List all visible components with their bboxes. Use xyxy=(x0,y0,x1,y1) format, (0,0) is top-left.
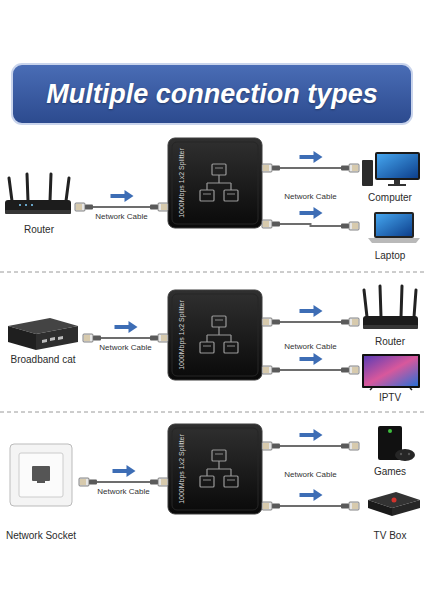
cable-label-box: Network Cable xyxy=(282,192,338,202)
arrow-shaft xyxy=(111,194,126,198)
flow-arrow xyxy=(300,429,323,441)
device-node: Games xyxy=(359,424,421,478)
tv-icon xyxy=(362,354,420,390)
device-label: Games xyxy=(374,466,406,478)
cable-label: Network Cable xyxy=(93,212,149,222)
cable-label-box: Network Cable xyxy=(93,212,149,222)
arrow-shaft xyxy=(300,309,315,313)
tv-box-icon xyxy=(368,492,420,516)
flow-arrow xyxy=(300,489,323,501)
arrow-head xyxy=(314,305,323,317)
arrow-head xyxy=(314,353,323,365)
device-node: TV Box xyxy=(359,486,421,542)
arrow-shaft xyxy=(300,493,315,497)
network-cable xyxy=(262,167,359,169)
cable-label-box: Network Cable xyxy=(282,470,338,480)
device-label: Broadband cat xyxy=(10,354,75,366)
arrow-shaft xyxy=(300,211,315,215)
arrow-head xyxy=(314,489,323,501)
computer-icon xyxy=(362,152,420,186)
flow-arrow xyxy=(300,353,323,365)
laptop-icon xyxy=(368,212,420,243)
arrow-shaft xyxy=(300,155,315,159)
flow-arrow xyxy=(300,305,323,317)
arrow-shaft xyxy=(300,357,315,361)
router-icon xyxy=(5,174,71,214)
device-node: Computer xyxy=(359,150,421,204)
title-area: Multiple connection types xyxy=(12,64,412,124)
device-node: Network Socket xyxy=(3,438,79,542)
splitter-body xyxy=(168,290,262,380)
device-node: IPTV xyxy=(359,352,421,404)
title-banner xyxy=(12,64,412,124)
device-node: Broadband cat xyxy=(3,316,83,366)
arrow-head xyxy=(314,207,323,219)
arrow-shaft xyxy=(113,469,128,473)
separator xyxy=(0,412,424,413)
splitter-body xyxy=(168,138,262,228)
device-node: Router xyxy=(359,284,421,348)
flow-arrow xyxy=(300,207,323,219)
device-node: Laptop xyxy=(359,210,421,262)
cable-label-box: Network Cable xyxy=(282,342,338,352)
arrow-head xyxy=(127,465,136,477)
flow-arrow xyxy=(111,190,134,202)
device-label: Network Socket xyxy=(6,530,76,542)
arrow-shaft xyxy=(300,433,315,437)
console-icon xyxy=(378,426,415,461)
flow-arrow xyxy=(115,321,138,333)
splitter-box: 1000Mbps 1x2 Splitter xyxy=(168,138,262,228)
arrow-head xyxy=(314,429,323,441)
flow-arrow xyxy=(113,465,136,477)
device-label: Router xyxy=(24,224,54,236)
network-cable xyxy=(262,445,359,447)
network-cable xyxy=(262,224,359,226)
product-label: 1000Mbps 1x2 Splitter xyxy=(178,434,186,504)
device-node: Router xyxy=(3,174,75,236)
cable-label-box: Network Cable xyxy=(97,343,153,353)
arrow-head xyxy=(129,321,138,333)
network-cable xyxy=(262,369,359,371)
flow-arrow xyxy=(300,151,323,163)
cable-label-box: Network Cable xyxy=(95,487,151,497)
title: Multiple connection types xyxy=(46,79,378,110)
splitter-body xyxy=(168,424,262,514)
splitter-box: 1000Mbps 1x2 Splitter xyxy=(168,424,262,514)
cable-label: Network Cable xyxy=(282,192,338,202)
router-icon xyxy=(363,286,418,329)
cable-label: Network Cable xyxy=(282,470,338,480)
device-label: Laptop xyxy=(375,250,406,262)
cable-label: Network Cable xyxy=(97,343,153,353)
arrow-head xyxy=(125,190,134,202)
product-label: 1000Mbps 1x2 Splitter xyxy=(178,300,186,370)
wall-socket-icon xyxy=(10,444,72,506)
device-label: Router xyxy=(375,336,405,348)
cable-label: Network Cable xyxy=(95,487,151,497)
arrow-shaft xyxy=(115,325,130,329)
device-label: TV Box xyxy=(374,530,407,542)
cable-label: Network Cable xyxy=(282,342,338,352)
separator xyxy=(0,272,424,273)
network-cable xyxy=(83,337,168,339)
arrow-head xyxy=(314,151,323,163)
network-cable xyxy=(79,481,168,483)
network-cable xyxy=(262,321,359,323)
splitter-box: 1000Mbps 1x2 Splitter xyxy=(168,290,262,380)
network-cable xyxy=(262,505,359,507)
device-label: IPTV xyxy=(379,392,401,404)
product-label: 1000Mbps 1x2 Splitter xyxy=(178,148,186,218)
network-cable xyxy=(75,206,168,208)
device-label: Computer xyxy=(368,192,412,204)
modem-icon xyxy=(8,318,78,350)
